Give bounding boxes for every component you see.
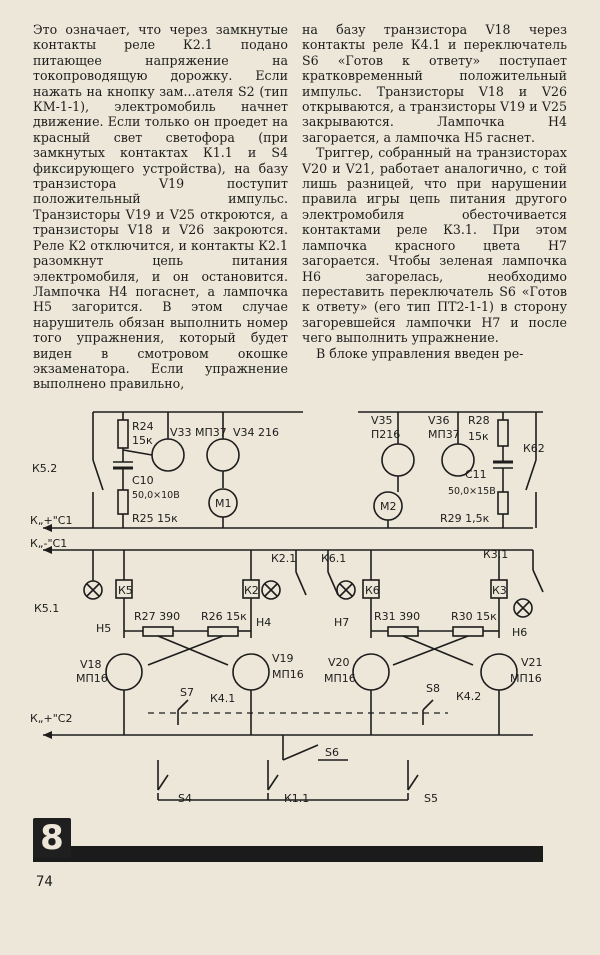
- label-r27: R27 390: [134, 610, 180, 623]
- transistor-v18: [105, 653, 143, 691]
- lamp-h6: [513, 598, 533, 618]
- label-v20-type: МП16: [324, 672, 356, 685]
- text-column-left: Это означает, что через замкнутые контак…: [33, 22, 288, 392]
- lamp-h4: [261, 580, 281, 600]
- label-v35: V35: [371, 414, 393, 427]
- resistor-r31: [387, 626, 419, 637]
- label-v21: V21: [521, 656, 543, 669]
- resistor-r24: [117, 419, 129, 449]
- label-r24-value: 15к: [132, 434, 153, 447]
- label-c1-minus: К„-"С1: [30, 537, 67, 550]
- transistor-v35: [381, 443, 415, 477]
- label-k5: К5: [118, 584, 133, 597]
- label-k21: К2.1: [271, 552, 296, 565]
- resistor-r30: [452, 626, 484, 637]
- label-v21-type: МП16: [510, 672, 542, 685]
- label-k51: К5.1: [34, 602, 59, 615]
- label-r24: R24: [132, 420, 154, 433]
- circuit-schematic: R24 15к V33 МП37 V34 216 К5.2 С10 50,0×1…: [30, 411, 545, 805]
- label-r31: R31 390: [374, 610, 420, 623]
- section-number-badge: 8: [33, 818, 71, 858]
- label-m1: М1: [215, 497, 232, 510]
- text-column-right: на базу транзистора V18 через контакты р…: [302, 22, 567, 361]
- label-k31: К3.1: [483, 548, 508, 561]
- label-v35-type: П216: [371, 428, 400, 441]
- paragraph: Это означает, что через замкнутые контак…: [33, 22, 288, 392]
- resistor-r28: [497, 419, 509, 447]
- label-h5: Н5: [96, 622, 111, 635]
- page-number: 74: [36, 874, 53, 890]
- label-v36-type: МП37: [428, 428, 460, 441]
- label-v19: V19: [272, 652, 294, 665]
- paragraph: В блоке управления введен ре-: [316, 345, 524, 361]
- label-r29: R29 1,5к: [440, 512, 490, 525]
- label-m2: М2: [380, 500, 397, 513]
- resistor-r29: [497, 491, 509, 515]
- paragraph: на базу транзистора V18 через контакты р…: [302, 22, 567, 145]
- label-k52: К5.2: [32, 462, 57, 475]
- label-r25: R25 15к: [132, 512, 178, 525]
- label-r28: R28: [468, 414, 490, 427]
- label-c11-value: 50,0×15В: [448, 486, 496, 497]
- label-k3: К3: [492, 584, 507, 597]
- label-c1-plus: К„+"С1: [30, 514, 72, 527]
- resistor-r27: [142, 626, 174, 637]
- label-c10-value: 50,0×10В: [132, 490, 180, 501]
- transistor-v19: [232, 653, 270, 691]
- label-v18-type: МП16: [76, 672, 108, 685]
- transistor-v20: [352, 653, 390, 691]
- label-h6: Н6: [512, 626, 527, 639]
- transistor-v34: [206, 438, 240, 472]
- section-bar: [33, 846, 543, 862]
- label-s7: S7: [180, 686, 194, 699]
- resistor-r25: [117, 489, 129, 515]
- label-v34: V34 216: [233, 426, 279, 439]
- label-k61: К6.1: [321, 552, 346, 565]
- lamp-h7: [336, 580, 356, 600]
- label-k2: К2: [244, 584, 259, 597]
- label-v36: V36: [428, 414, 450, 427]
- label-h7: Н7: [334, 616, 349, 629]
- label-c2-plus: К„+"С2: [30, 712, 72, 725]
- label-r26: R26 15к: [201, 610, 247, 623]
- label-k41: К4.1: [210, 692, 235, 705]
- transistor-v33: [151, 438, 185, 472]
- label-k62: К62: [523, 442, 545, 455]
- label-v19-type: МП16: [272, 668, 304, 681]
- label-h4: Н4: [256, 616, 271, 629]
- label-c11: С11: [465, 468, 487, 481]
- label-k6: К6: [365, 584, 380, 597]
- label-s5: S5: [424, 792, 438, 805]
- label-c10: С10: [132, 474, 154, 487]
- resistor-r26: [207, 626, 239, 637]
- label-s8: S8: [426, 682, 440, 695]
- label-v33: V33 МП37: [170, 426, 227, 439]
- label-k11: К1.1: [284, 792, 309, 805]
- label-v18: V18: [80, 658, 102, 671]
- label-r30: R30 15к: [451, 610, 497, 623]
- label-k42: К4.2: [456, 690, 481, 703]
- label-v20: V20: [328, 656, 350, 669]
- label-r28-value: 15к: [468, 430, 489, 443]
- label-s6: S6: [325, 746, 339, 759]
- label-s4: S4: [178, 792, 192, 805]
- paragraph: Триггер, собранный на транзисторах V20 и…: [302, 145, 567, 346]
